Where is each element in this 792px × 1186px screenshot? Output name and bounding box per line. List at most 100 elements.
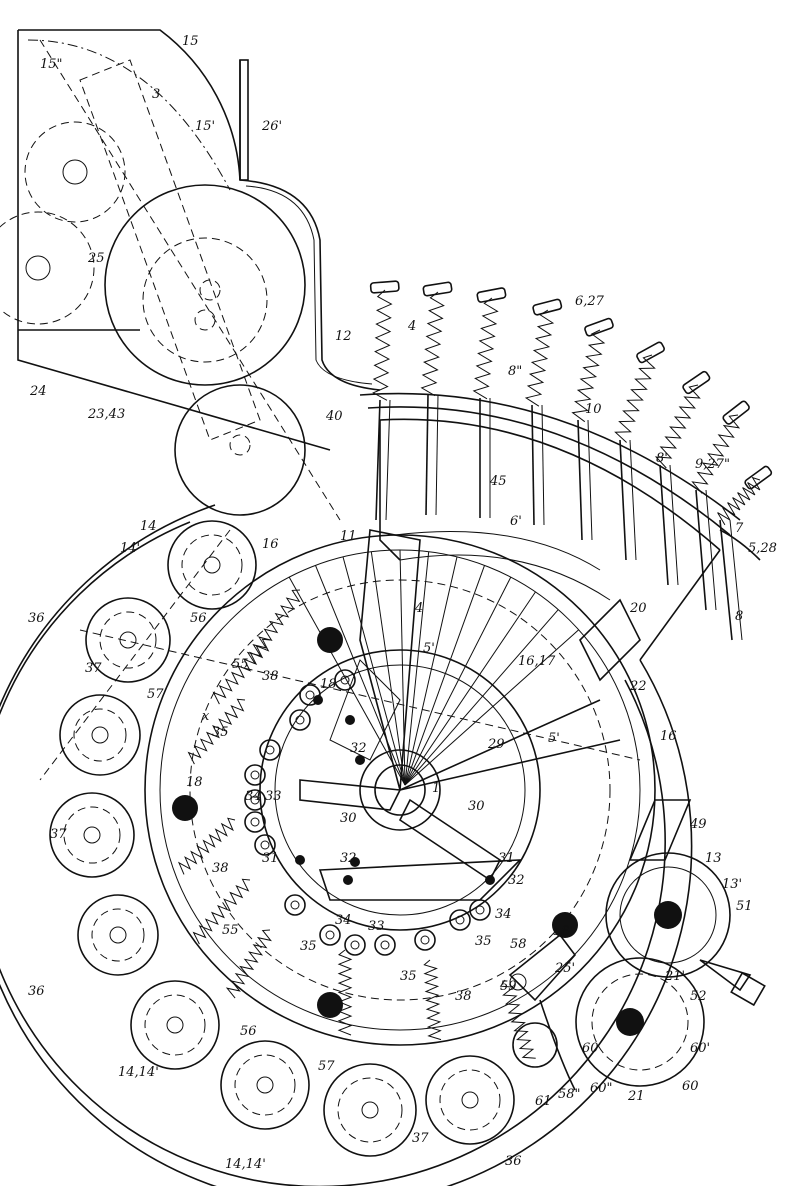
roller-35 [284, 894, 306, 916]
label-l15: 15 [182, 34, 199, 49]
roller-35 [259, 739, 281, 761]
spoke-29 [399, 549, 406, 786]
label-l49: 49 [689, 817, 707, 832]
key-stem [524, 298, 563, 526]
pin-32 [343, 875, 353, 885]
label-l38c: 38 [455, 989, 472, 1004]
label-l11: 11 [340, 529, 357, 544]
disc-14 [130, 980, 220, 1070]
label-l40: 40 [325, 409, 343, 424]
label-l18b: 18 [186, 775, 203, 790]
roller-35 [244, 811, 266, 833]
label-l1414b: 14,14' [225, 1157, 266, 1172]
label-l14a: 14' [120, 541, 140, 556]
label-l31b: 31 [498, 851, 515, 866]
label-l30a: 30 [340, 811, 357, 826]
roller-15 [0, 39, 306, 516]
roller-35 [319, 924, 341, 946]
roller-35 [299, 684, 321, 706]
label-l37a: 37 [85, 661, 102, 676]
label-l33b: 33 [368, 919, 385, 934]
springs [177, 589, 536, 1059]
roller-35 [414, 929, 436, 951]
label-l21: 21 [627, 1089, 645, 1104]
key-stem [614, 341, 665, 561]
label-l33a: 33 [265, 789, 282, 804]
label-l14: 14 [140, 519, 157, 534]
label-l32b: 32 [340, 851, 357, 866]
pin-32 [313, 695, 323, 705]
roller-35 [374, 934, 396, 956]
label-l16a: 16 [262, 537, 279, 552]
label-l35b: 35 [300, 939, 317, 954]
label-l25: 25 [87, 251, 105, 266]
label-l58b: 58" [558, 1087, 581, 1102]
disc-14 [49, 792, 135, 878]
label-l30b: 30 [468, 799, 485, 814]
disc-14 [220, 1040, 310, 1130]
label-l1414a: 14,14' [118, 1065, 159, 1080]
inner-rollers [244, 669, 495, 956]
label-l13: 13 [705, 851, 722, 866]
label-l26: 26' [261, 119, 282, 134]
label-l59: 59 [500, 979, 517, 994]
key-stem [717, 465, 773, 641]
spring-38 [177, 817, 236, 875]
label-l60a: 60' [690, 1041, 710, 1056]
peripheral-discs [49, 520, 515, 1157]
spring-38 [337, 949, 353, 1036]
label-l3: 3 [152, 87, 160, 102]
spoke-29 [404, 609, 559, 786]
label-l7: 7 [735, 521, 744, 536]
label-l31a: 31 [262, 851, 279, 866]
label-l29: 29 [487, 737, 505, 752]
spoke-29 [370, 551, 406, 786]
upper-housing [17, 29, 381, 451]
label-l1617: 16,17 [518, 654, 556, 669]
label-l52: 52 [690, 989, 707, 1004]
spoke-29 [288, 576, 406, 786]
roller-35 [344, 934, 366, 956]
label-l36c: 36 [505, 1154, 522, 1169]
label-l32a: 32 [350, 741, 367, 756]
key-stem [571, 317, 614, 541]
spring-38 [499, 979, 536, 1059]
spoke-29 [404, 576, 512, 786]
label-l36b: 36 [28, 984, 45, 999]
pin-32 [345, 715, 355, 725]
label-l15a: 15' [195, 119, 215, 134]
pin-32 [350, 857, 360, 867]
label-l57b: 57 [318, 1059, 335, 1074]
label-l32c: 32 [508, 873, 525, 888]
label-l35a: 35 [212, 725, 229, 740]
label-l16b: 16 [660, 729, 677, 744]
roller-35 [254, 834, 276, 856]
label-l55b: 55 [222, 923, 239, 938]
label-l21a: 21' [664, 969, 685, 984]
label-l4a: 4 [407, 319, 416, 334]
spoke-29 [404, 591, 536, 786]
spoke-29 [404, 629, 580, 786]
reference-numerals: 1515"315'26'252423,431246,278"108'9,27"4… [28, 34, 777, 1172]
label-l15b: 15" [40, 57, 63, 72]
lever-3 [39, 39, 341, 521]
label-l10: 10 [585, 402, 602, 417]
disc-14 [77, 894, 159, 976]
spoke-29 [404, 565, 485, 786]
disc-14 [59, 694, 141, 776]
label-l36a: 36 [28, 611, 45, 626]
label-l8b: 8" [508, 364, 522, 379]
spring-38 [192, 878, 251, 945]
label-l18a: 18 [320, 677, 337, 692]
label-l24: 24 [29, 384, 47, 399]
label-l45: 45 [489, 474, 507, 489]
label-l2343: 23,43 [87, 407, 125, 422]
label-l37b: 37 [50, 827, 67, 842]
key-stem [472, 287, 507, 518]
label-l22: 22 [629, 679, 647, 694]
disc-14 [425, 1055, 515, 1145]
fan-spokes [288, 549, 580, 786]
roller-35 [334, 669, 356, 691]
label-l55a: 55 [232, 657, 249, 672]
